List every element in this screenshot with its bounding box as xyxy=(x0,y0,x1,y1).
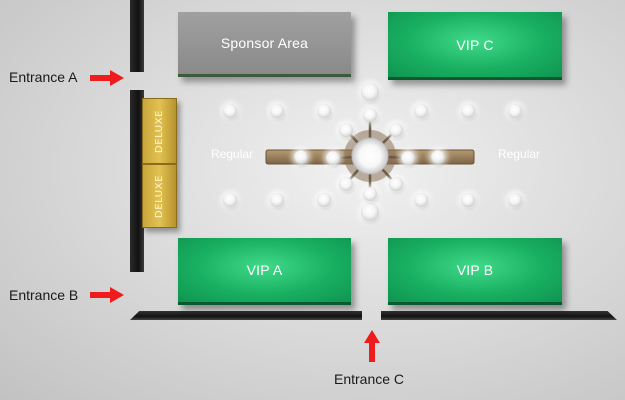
light xyxy=(223,193,237,207)
entrance-c-label: Entrance C xyxy=(334,371,405,387)
light xyxy=(508,193,522,207)
light xyxy=(401,151,415,165)
vip-a-section[interactable]: VIP A xyxy=(178,238,351,305)
regular-right-label: Regular xyxy=(498,147,541,161)
entrance-a-arrow-icon xyxy=(90,70,124,86)
light xyxy=(363,108,377,122)
light xyxy=(431,150,445,164)
light xyxy=(317,104,331,118)
deluxe-box-top[interactable]: DELUXE xyxy=(142,98,177,164)
light xyxy=(414,193,428,207)
light xyxy=(508,104,522,118)
wall-bottom-left xyxy=(130,311,362,320)
light xyxy=(361,83,379,101)
vip-c-label: VIP C xyxy=(456,36,494,53)
sponsor-area[interactable]: Sponsor Area xyxy=(178,12,351,77)
wall-bottom-right xyxy=(381,311,617,320)
stage-center xyxy=(351,137,389,175)
entrance-b-label: Entrance B xyxy=(9,287,79,303)
light xyxy=(461,193,475,207)
light xyxy=(389,177,403,191)
light xyxy=(339,123,353,137)
light xyxy=(389,123,403,137)
light xyxy=(461,104,475,118)
light xyxy=(270,193,284,207)
wall-left-lower xyxy=(130,90,144,272)
vip-b-label: VIP B xyxy=(456,262,494,278)
light xyxy=(326,151,340,165)
light xyxy=(223,104,237,118)
light xyxy=(317,193,331,207)
light xyxy=(414,104,428,118)
light xyxy=(361,203,379,221)
entrance-a-label: Entrance A xyxy=(9,69,78,85)
entrance-c-arrow-icon xyxy=(364,330,380,362)
light xyxy=(339,177,353,191)
vip-b-section[interactable]: VIP B xyxy=(388,238,562,305)
regular-left-label: Regular xyxy=(211,147,254,161)
deluxe-box-bottom[interactable]: DELUXE xyxy=(142,164,177,228)
entrance-b-arrow-icon xyxy=(90,287,124,303)
vip-a-label: VIP A xyxy=(246,262,283,278)
light xyxy=(294,150,308,164)
light xyxy=(270,104,284,118)
light xyxy=(363,187,377,201)
sponsor-area-label: Sponsor Area xyxy=(220,35,309,51)
vip-c-section[interactable]: VIP C xyxy=(388,12,562,80)
wall-left-upper xyxy=(130,0,144,72)
